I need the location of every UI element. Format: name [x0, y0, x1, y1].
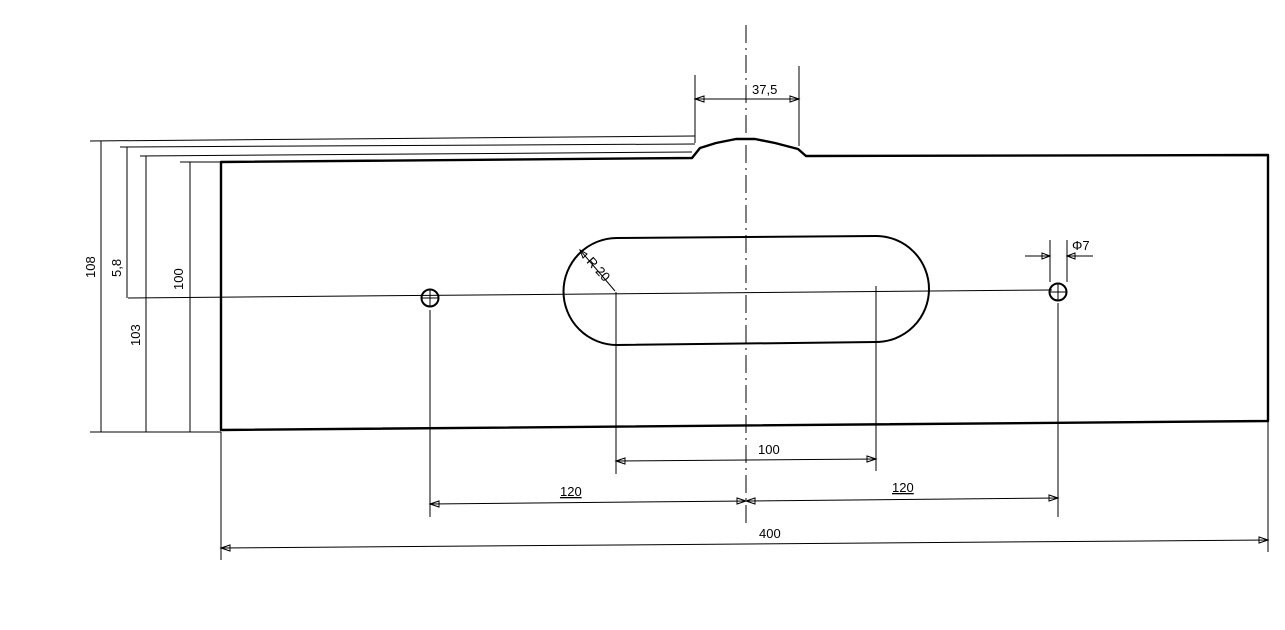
dimension-label-height-103: 103 [128, 324, 143, 346]
dimension-label-overall-height: 108 [83, 256, 98, 278]
dimension-label-slot-radius: R 20 [584, 254, 614, 284]
dimension-label-hole-spacing-right: 120 [892, 480, 914, 495]
dimension-height-103: 103 [128, 156, 147, 432]
dimension-top-width: 37,5 [693, 66, 801, 146]
dimension-slot-spacing: 100 [614, 442, 878, 465]
dimension-slot-radius: R 20 [579, 248, 616, 292]
horizontal-centerline [127, 289, 1053, 299]
dimension-label-total-length: 400 [759, 526, 781, 541]
dimension-hole-spacing: 120 120 [428, 480, 1060, 508]
dimension-offset: 5,8 [109, 147, 128, 298]
dimension-total-length: 400 [219, 526, 1270, 552]
left-mounting-hole [420, 288, 440, 308]
dimension-label-hole-spacing-left: 120 [560, 484, 582, 499]
dimension-label-slot-spacing: 100 [758, 442, 780, 457]
dimension-label-offset: 5,8 [109, 259, 124, 277]
dimension-inner-height: 100 [171, 162, 191, 432]
dimension-label-inner-height: 100 [171, 268, 186, 290]
dimension-hole-diameter: Φ7 [1025, 238, 1093, 282]
right-mounting-hole [1048, 282, 1068, 302]
dimension-label-hole-diameter: Φ7 [1072, 238, 1090, 253]
dimension-label-top-width: 37,5 [752, 82, 777, 97]
dimension-overall-height: 108 [83, 141, 102, 432]
plate-outline [219, 137, 1270, 432]
